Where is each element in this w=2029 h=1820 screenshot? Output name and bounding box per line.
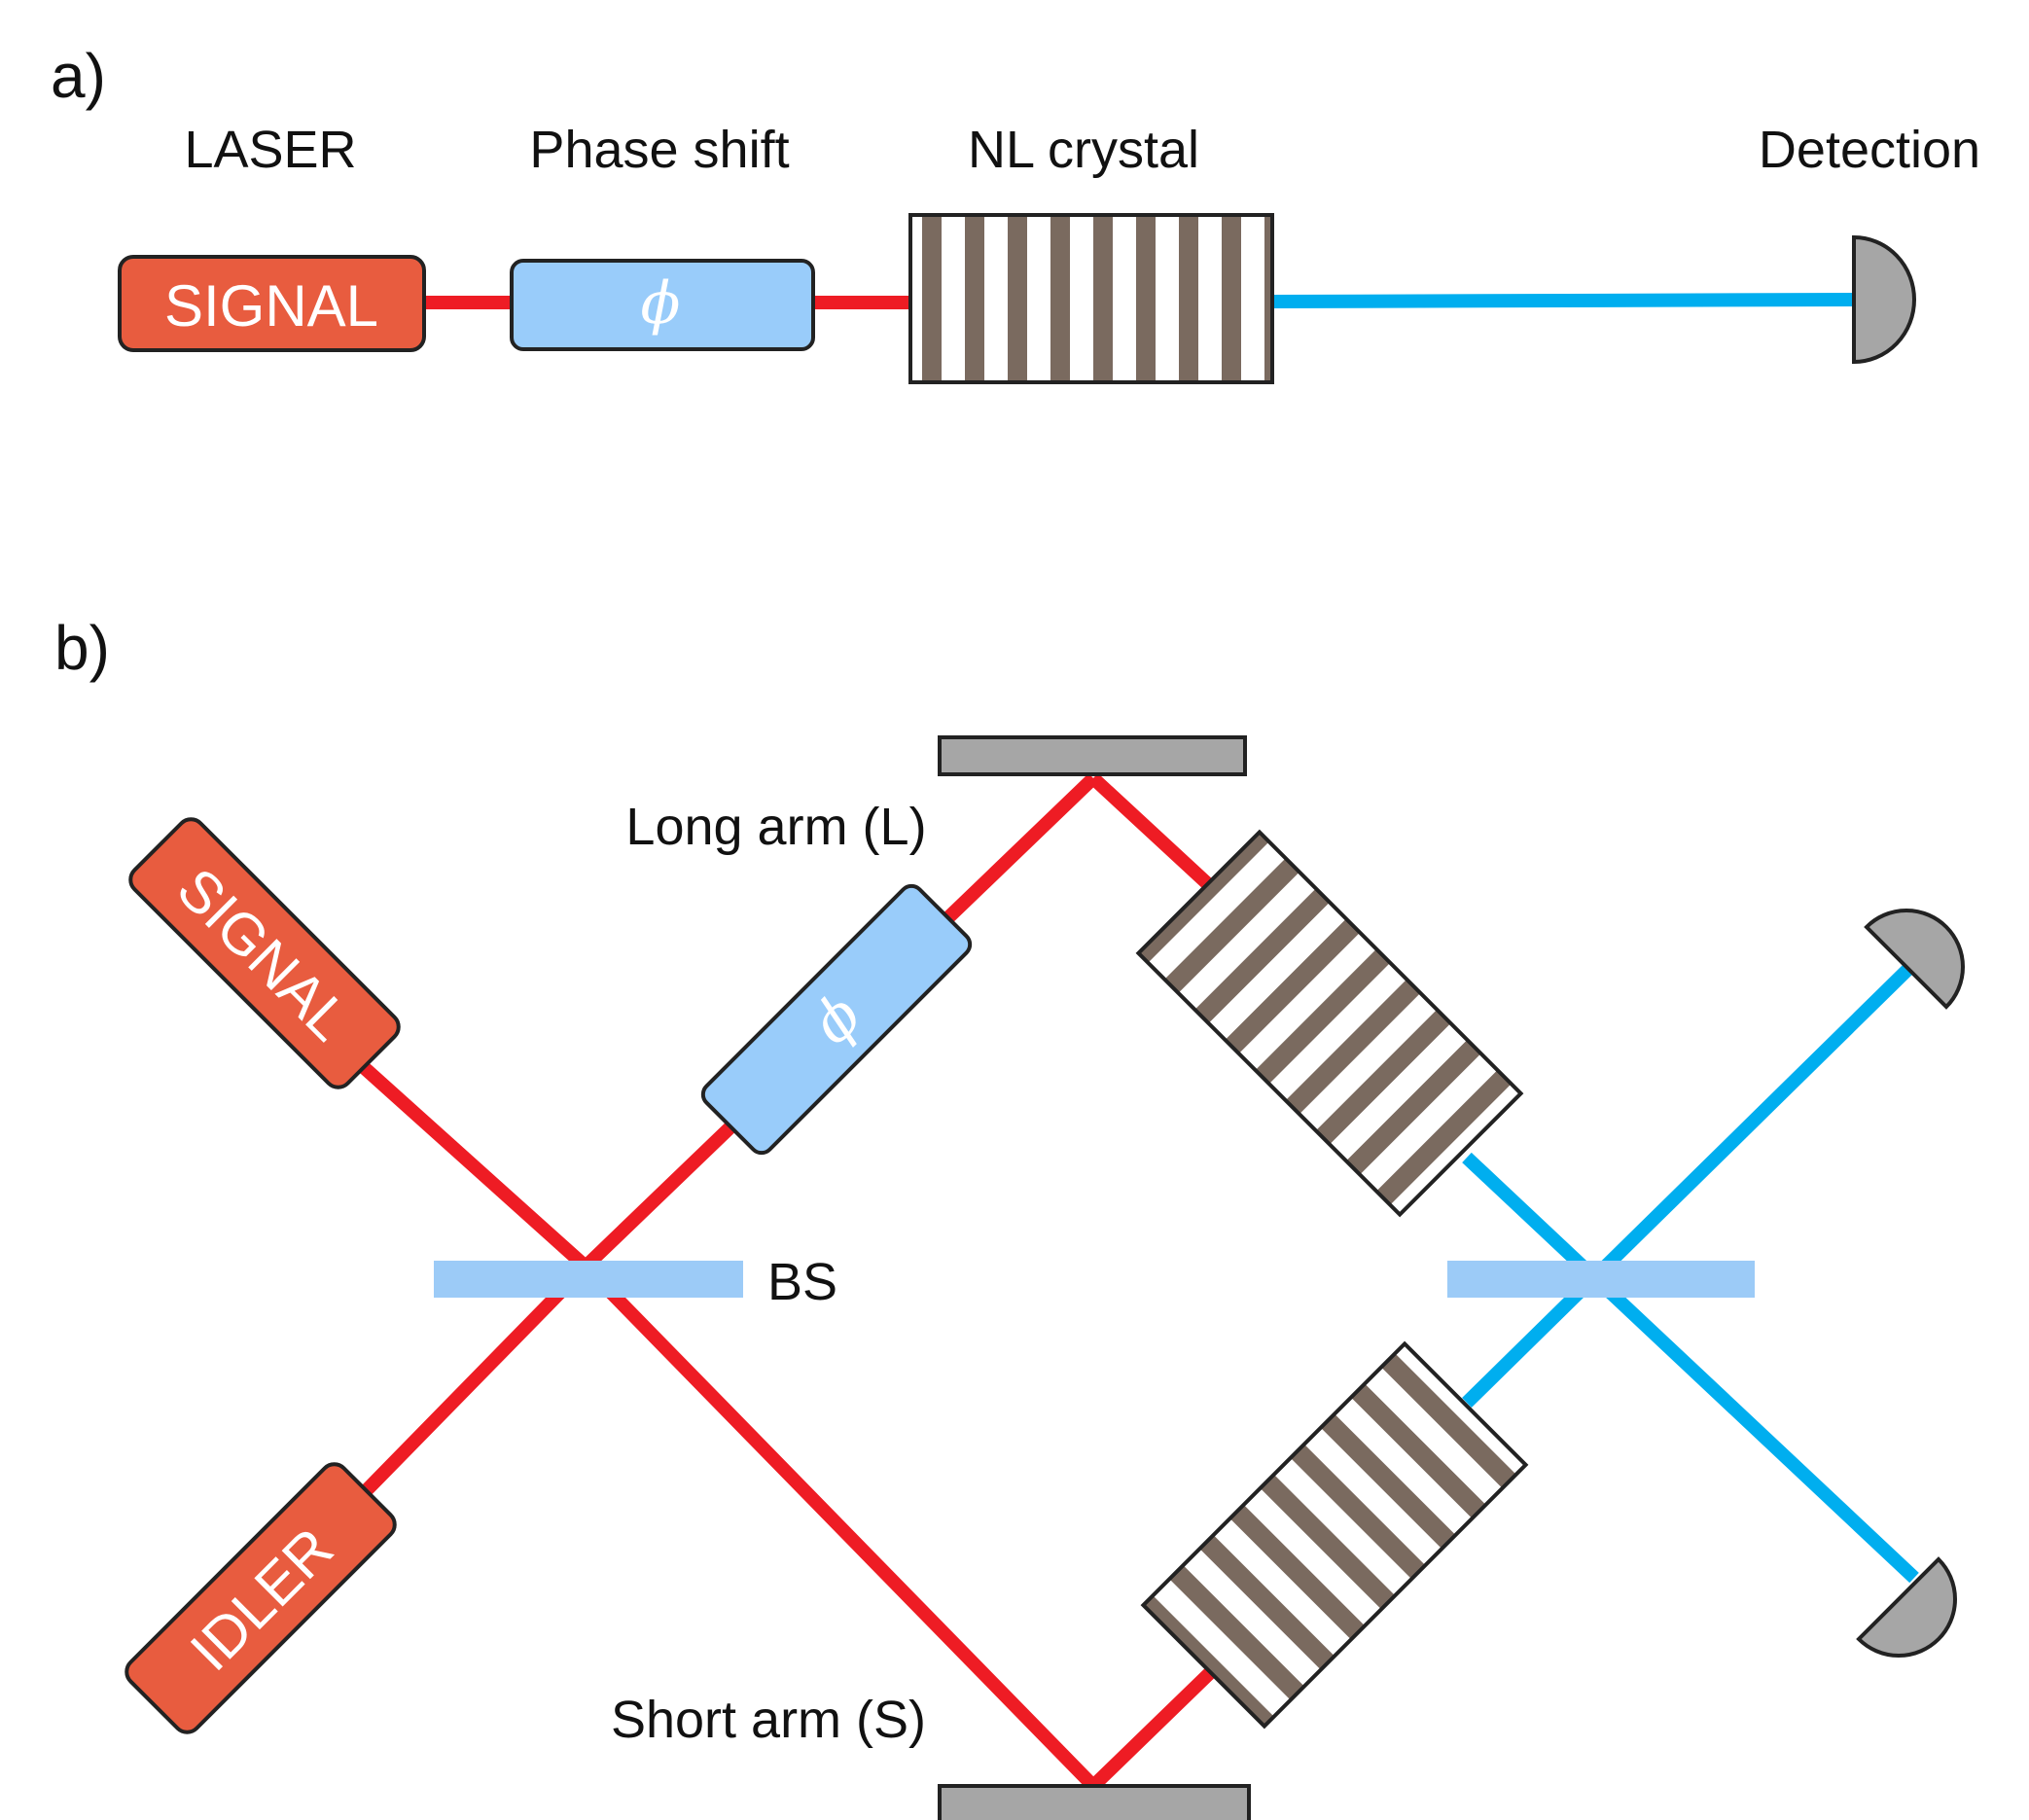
signal-laser-box (118, 255, 426, 352)
idler-beam-in (356, 1262, 591, 1500)
blue-beam-a (1271, 293, 1855, 308)
detection-caption: Detection (1759, 121, 1980, 179)
long-arm-caption: Long arm (L) (625, 798, 926, 856)
panel-a-label: a) (51, 41, 106, 111)
detector-icon-a (1852, 234, 1916, 365)
short-arm-caption: Short arm (S) (611, 1691, 926, 1749)
nl-crystal-caption: NL crystal (968, 121, 1199, 179)
idler-laser-box (125, 1462, 397, 1734)
long-arm-beam-down (1088, 772, 1227, 903)
panel-a: a) LASER Phase shift NL crystal Detectio… (51, 41, 1980, 384)
phase-shift-caption: Phase shift (529, 121, 789, 179)
signal-label-a: SIGNAL (164, 273, 378, 339)
nl-crystal-upper-body (1135, 829, 1524, 1218)
phase-shifter-b: ϕ (700, 883, 973, 1156)
nl-crystal-lower (1140, 1340, 1529, 1730)
idler-laser-b: IDLER (125, 1462, 397, 1734)
mirror-bottom (938, 1784, 1251, 1820)
nl-crystal-a (908, 213, 1274, 384)
blue-beam-b2 (1462, 964, 1913, 1408)
short-arm-beam-down (580, 1262, 1099, 1791)
detector-icon-upper (1864, 909, 1965, 1010)
detector-icon-lower (1856, 1556, 1957, 1658)
signal-laser-b: SIGNAL (128, 817, 401, 1089)
blue-beam-b1 (1462, 1152, 1919, 1584)
panel-b: b) SIGNAL IDLER ϕ (54, 613, 1965, 1820)
phase-shifter-box-b (700, 883, 973, 1156)
panel-b-label: b) (54, 613, 110, 683)
beam-splitter-left (434, 1261, 743, 1298)
laser-caption: LASER (184, 121, 356, 179)
signal-laser-box-b (128, 817, 401, 1089)
nl-crystal-upper (1135, 829, 1524, 1218)
bs-caption: BS (767, 1253, 837, 1311)
beam-splitter-right (1447, 1261, 1755, 1298)
phi-symbol-a: ϕ (641, 269, 681, 338)
short-arm-beam-up (1088, 1656, 1227, 1792)
mirror-top (938, 735, 1247, 776)
nl-crystal-lower-body (1140, 1340, 1529, 1730)
phase-shifter-box (510, 259, 815, 351)
